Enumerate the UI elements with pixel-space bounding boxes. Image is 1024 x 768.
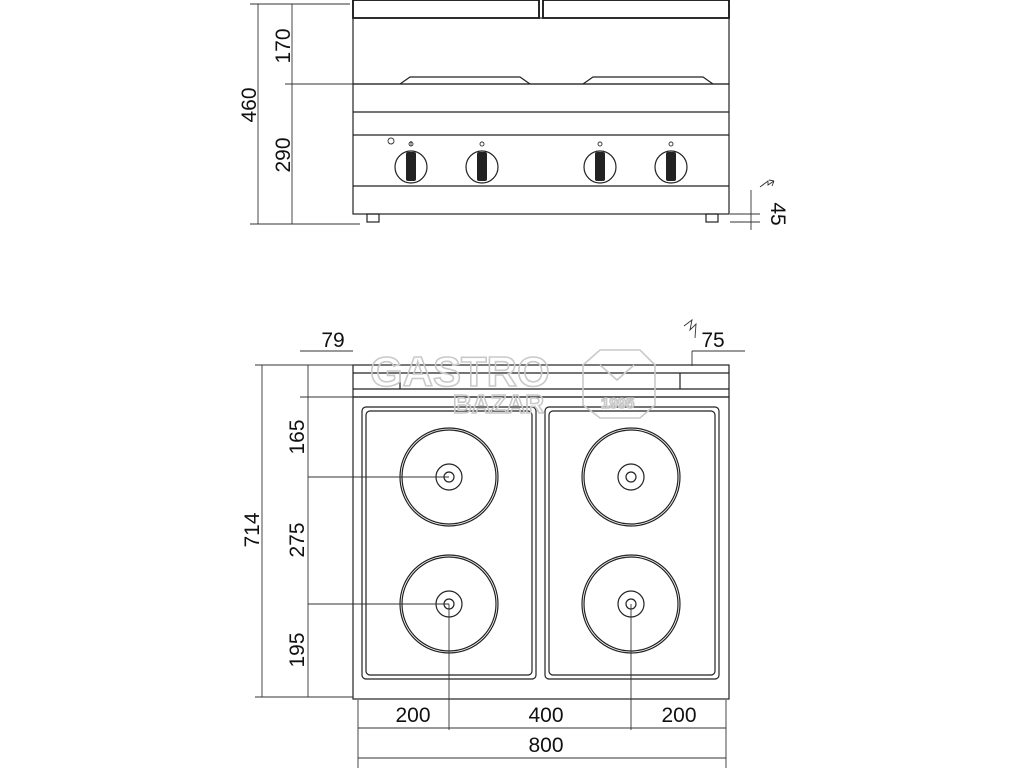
top-dimension-lines — [255, 318, 745, 768]
dim-rear-offset: 79 — [321, 329, 344, 352]
front-body — [352, 83, 730, 215]
front-hotplate-profile-left — [399, 76, 531, 85]
dim-feet-height: 45 — [766, 202, 789, 225]
dim-plate-rear-row: 195 — [286, 632, 309, 667]
top-tray-right — [544, 406, 720, 680]
front-hotplate-edge-right — [542, 0, 730, 19]
watermark-logo: GASTRO BAZAR 1995 — [369, 347, 656, 420]
watermark-badge-icon — [582, 349, 656, 419]
front-foot-left — [366, 213, 380, 223]
dim-total-height: 460 — [238, 87, 261, 122]
dim-right-plate-edge: 200 — [661, 704, 696, 727]
dim-front-body-height: 290 — [272, 137, 295, 172]
watermark-line2: BAZAR — [453, 389, 544, 419]
dim-left-plate-center: 200 — [395, 704, 430, 727]
electric-connection-icon — [759, 179, 775, 188]
dim-plate-front-row: 165 — [286, 419, 309, 454]
dim-connection-offset: 75 — [701, 329, 724, 352]
dim-front-top-height: 170 — [272, 28, 295, 63]
control-knob-icon — [394, 141, 428, 184]
electric-connection-icon — [683, 318, 697, 339]
watermark-year: 1995 — [601, 395, 634, 412]
front-hotplate-edge-left — [352, 0, 540, 19]
top-view: 79 75 165 714 275 195 200 400 200 800 — [241, 318, 745, 768]
dim-total-width: 800 — [528, 734, 563, 757]
front-view: 170 460 290 45 — [238, 0, 789, 230]
front-hotplate-profile-right — [582, 76, 714, 85]
front-dimension-lines — [250, 3, 775, 230]
pilot-light-icon — [387, 137, 395, 145]
front-foot-right — [705, 213, 719, 223]
control-knob-icon — [465, 141, 499, 184]
control-knob-icon — [654, 141, 688, 184]
dim-plate-spacing-width: 400 — [528, 704, 563, 727]
front-upper-panel — [352, 17, 730, 85]
hotplate-icon — [581, 427, 681, 527]
dim-total-depth: 714 — [241, 512, 264, 547]
dim-plate-spacing-depth: 275 — [286, 522, 309, 557]
watermark-line1: GASTRO — [370, 348, 550, 395]
top-body — [352, 396, 730, 700]
control-knob-icon — [583, 141, 617, 184]
